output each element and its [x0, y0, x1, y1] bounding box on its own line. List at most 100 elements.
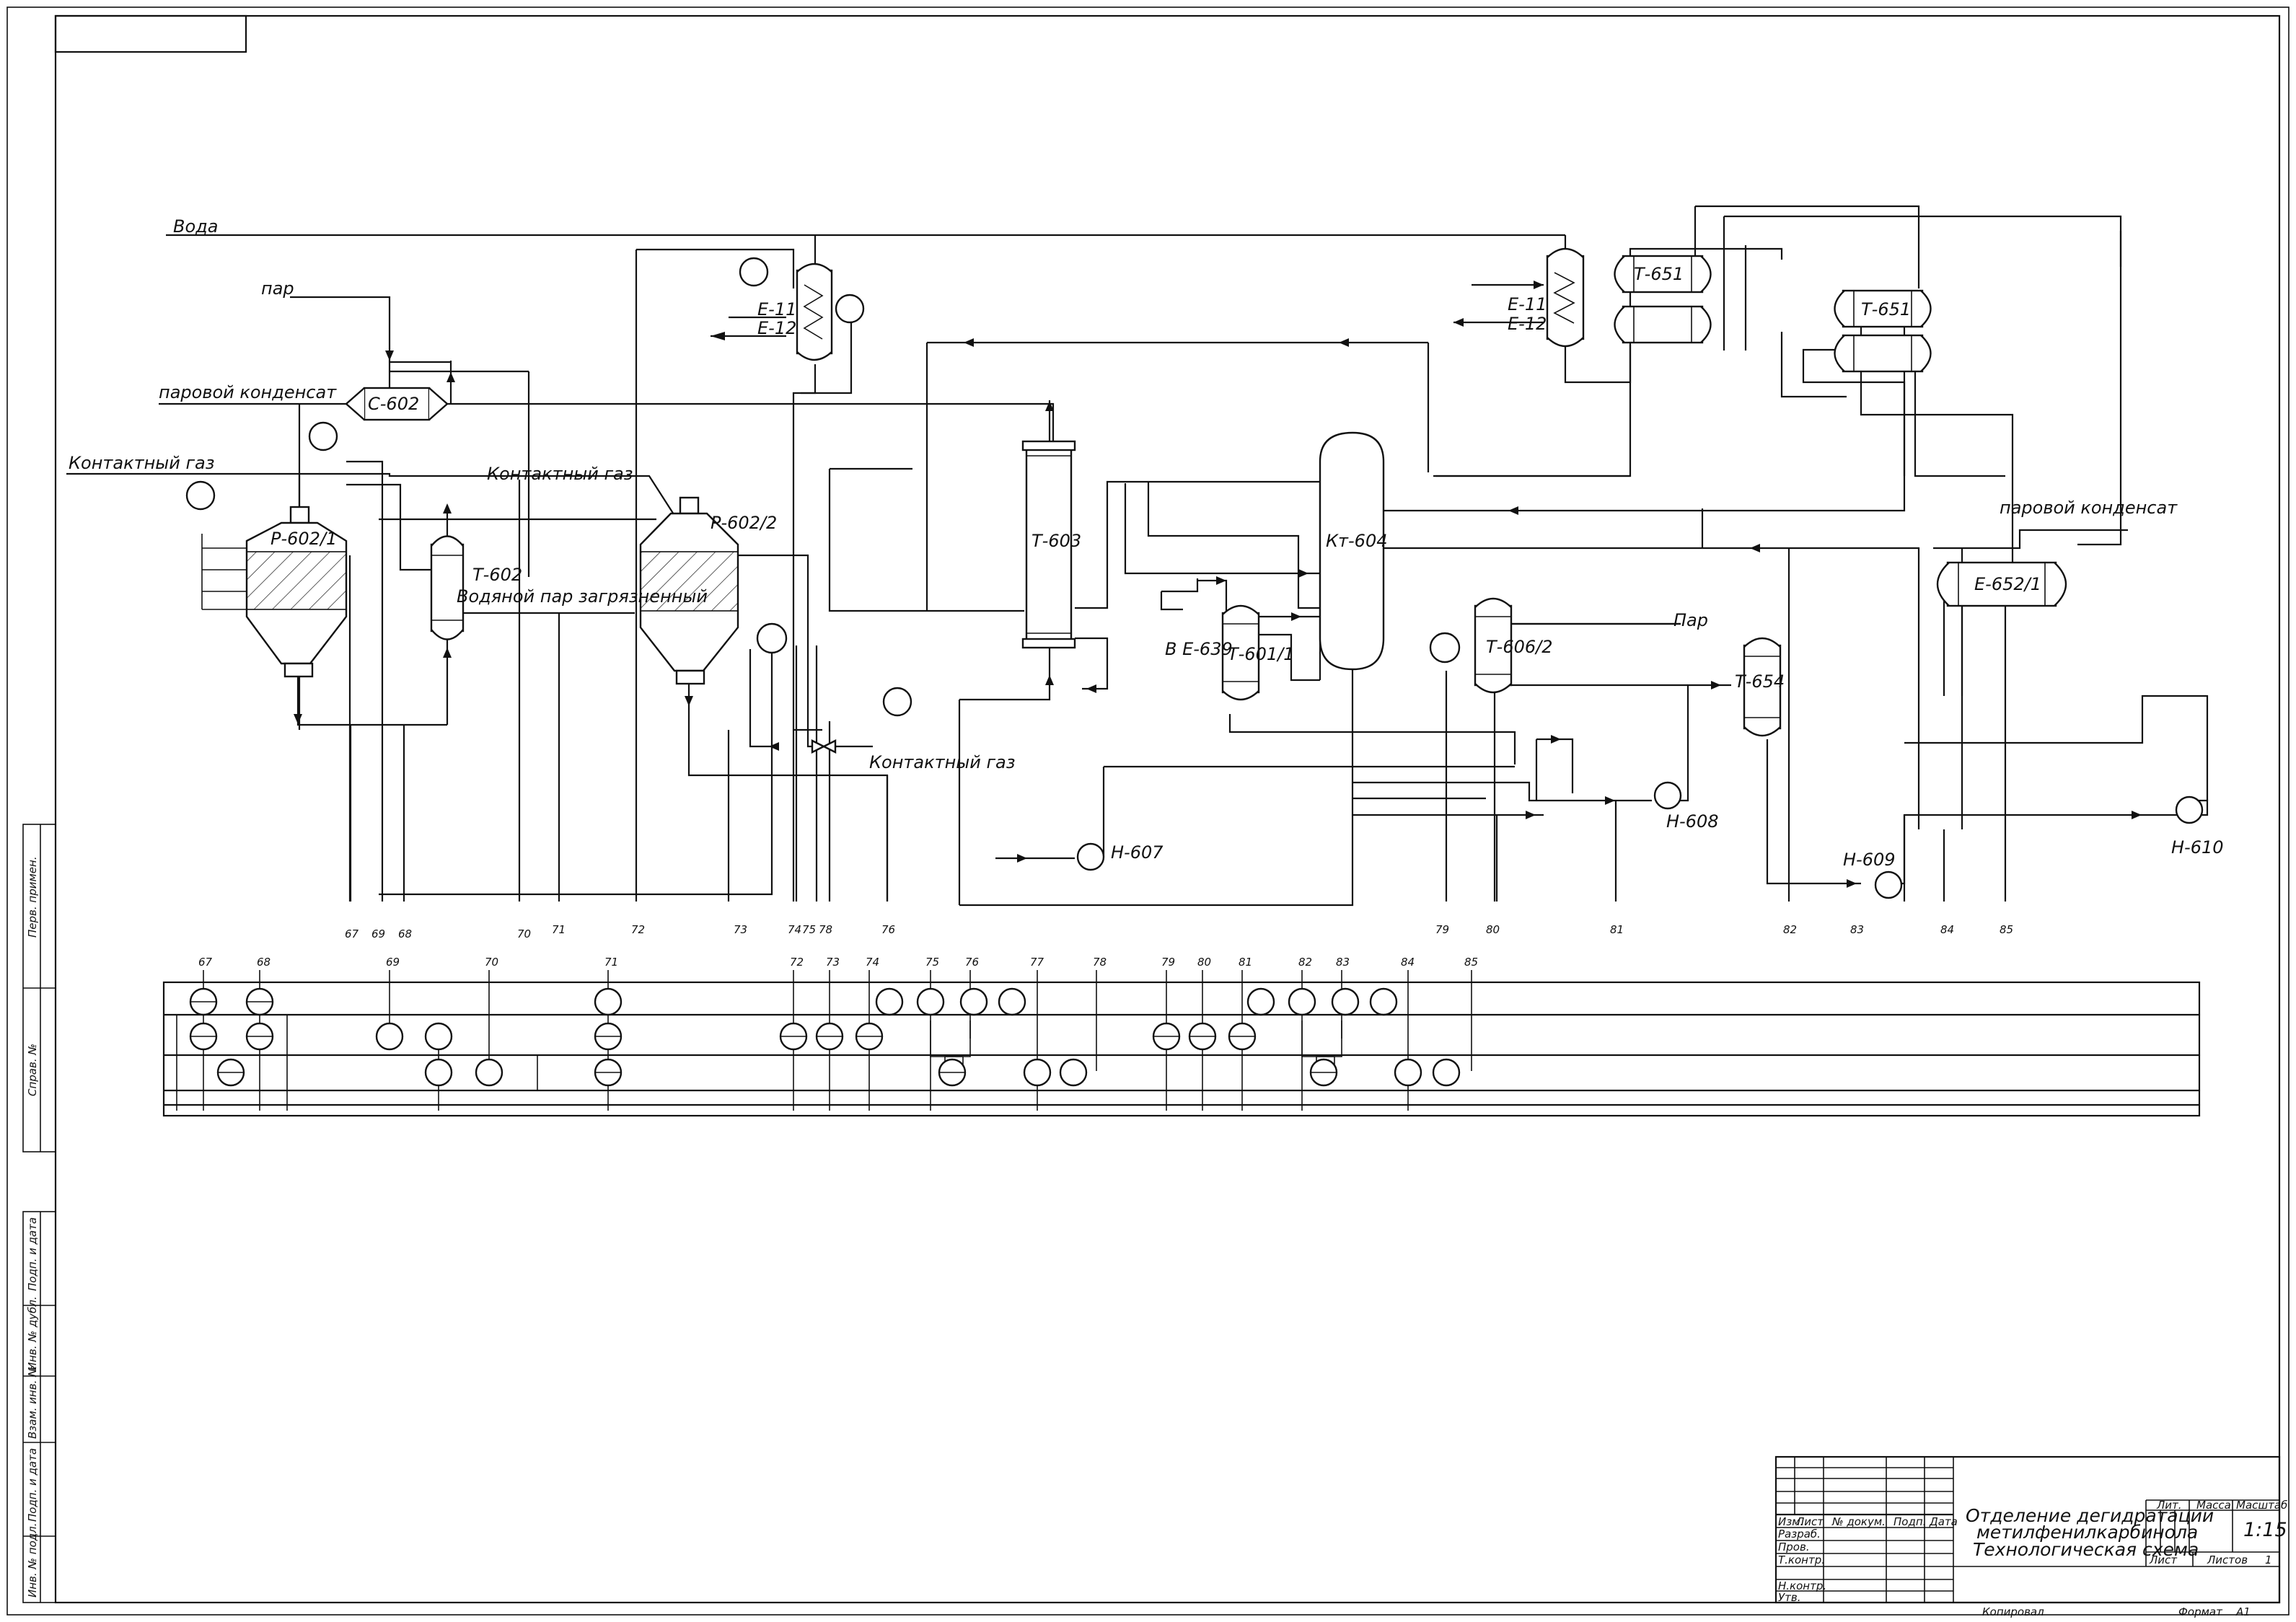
tb-title-line1: Отделение дегидратации	[1966, 1505, 2214, 1526]
tb-col-izm: Изм.	[1778, 1515, 1803, 1528]
line-num-76: 76	[881, 923, 895, 936]
pump-n610: Н-610	[2171, 795, 2224, 858]
line-numbers-top: 67 69 68 70 71 72 73 74 75 78 76 79 80 8…	[345, 923, 2013, 940]
heat-exchanger-t651-a: Т-651	[1614, 255, 1712, 344]
line-num-70: 70	[517, 927, 531, 940]
panel-num-82: 82	[1298, 956, 1312, 969]
stamp-perv-primen: Перв. примен.	[26, 856, 39, 938]
stream-contact-gas-mid: Контактный газ	[487, 464, 633, 484]
line-num-82: 82	[1783, 923, 1797, 936]
tb-title-line2: метилфенилкарбинола	[1976, 1522, 2198, 1543]
label-s602: С-602	[368, 394, 419, 414]
tb-format-label: Формат	[2178, 1605, 2223, 1618]
tb-col-list: Лист	[1795, 1515, 1824, 1528]
line-num-74: 74	[788, 923, 801, 936]
label-t603: Т-603	[1032, 531, 1081, 551]
tb-massa: Масса	[2196, 1499, 2231, 1512]
label-e652-1: Е-652/1	[1974, 574, 2041, 594]
equipment: С-602 Р-602/1 Т-602	[201, 247, 2224, 899]
tb-scale: 1:15	[2243, 1519, 2287, 1541]
tb-lit: Лит.	[2156, 1499, 2182, 1512]
condenser-right: Е-11 Е-12	[1508, 247, 1585, 348]
label-t602: Т-602	[472, 565, 522, 585]
tb-col-data: Дата	[1929, 1515, 1958, 1528]
stream-labels: Вода пар паровой конденсат Контактный га…	[69, 216, 2178, 772]
label-t651-b: Т-651	[1861, 299, 1911, 319]
label-t654: Т-654	[1735, 671, 1785, 692]
panel-num-73: 73	[826, 956, 840, 969]
stream-contaminated-steam: Водяной пар загрязненный	[457, 586, 708, 607]
heat-exchanger-t601-1: Т-601/1	[1221, 604, 1294, 701]
heat-exchanger-t606-2: Т-606/2	[1474, 597, 1552, 694]
panel-num-85: 85	[1464, 956, 1478, 969]
panel-num-84: 84	[1401, 956, 1415, 969]
line-num-72: 72	[631, 923, 645, 936]
panel-num-81: 81	[1239, 956, 1252, 969]
vessel-e652-1: Е-652/1	[1936, 561, 2067, 607]
heat-exchanger-t651-b: Т-651	[1834, 289, 1932, 373]
label-e11-left: Е-11	[757, 299, 796, 319]
tb-row-utv: Утв.	[1778, 1591, 1801, 1604]
separator-s602: С-602	[345, 387, 449, 421]
heat-exchanger-t654: Т-654	[1735, 637, 1785, 737]
piping	[66, 205, 2209, 907]
pump-n608: Н-608	[1653, 781, 1719, 832]
stream-contact-gas-left: Контактный газ	[69, 453, 215, 473]
line-num-83: 83	[1850, 923, 1864, 936]
tb-sheets-label: Листов	[2207, 1553, 2248, 1566]
reactor-r602-1: Р-602/1	[201, 506, 348, 678]
valve-contact-gas	[811, 739, 837, 754]
stream-water: Вода	[173, 216, 218, 237]
label-r602-2: Р-602/2	[711, 513, 777, 533]
line-num-75: 75	[802, 923, 816, 936]
label-t606-2: Т-606/2	[1486, 637, 1552, 657]
label-kt604: Кт-604	[1326, 531, 1388, 551]
line-num-78: 78	[819, 923, 832, 936]
label-n609: Н-609	[1843, 850, 1896, 870]
tb-col-podp: Подп.	[1893, 1515, 1926, 1528]
pump-n609: Н-609	[1843, 850, 1903, 899]
line-num-67: 67	[345, 927, 359, 940]
panel-num-76: 76	[965, 956, 979, 969]
tb-row-tkontr: Т.контр.	[1778, 1553, 1825, 1566]
line-num-68: 68	[398, 927, 412, 940]
label-n607: Н-607	[1111, 842, 1164, 863]
column-t603: Т-603	[1021, 440, 1081, 649]
panel-num-68: 68	[257, 956, 270, 969]
label-t651-a: Т-651	[1634, 264, 1684, 284]
stream-steam-right: Пар	[1673, 610, 1708, 630]
tb-col-docnum: № докум.	[1831, 1515, 1886, 1528]
stream-to-e639: В Е-639	[1165, 639, 1233, 659]
tb-row-razrab: Разраб.	[1778, 1528, 1821, 1541]
side-stamp: Перв. примен. Справ. № Подп. и дата Инв.…	[22, 824, 56, 1603]
panel-num-74: 74	[866, 956, 879, 969]
tb-format-value: А1	[2235, 1605, 2251, 1618]
label-e12-left: Е-12	[757, 318, 796, 338]
tb-title-line3: Технологическая схема	[1973, 1539, 2199, 1560]
tb-kopiroval: Копировал	[1982, 1605, 2044, 1618]
stream-steam: пар	[261, 278, 294, 299]
panel-bubbles	[189, 987, 1461, 1087]
line-num-85: 85	[2000, 923, 2013, 936]
panel-num-75: 75	[925, 956, 939, 969]
tb-row-nkontr: Н.контр.	[1778, 1579, 1826, 1592]
label-n608: Н-608	[1666, 811, 1719, 832]
stamp-inv-podl: Инв. № подл.	[26, 1523, 39, 1597]
line-num-80: 80	[1486, 923, 1500, 936]
panel-num-80: 80	[1197, 956, 1211, 969]
instrument-panel: 67 68 69 70 71 72 73 74 75 76 77 78 79 8…	[162, 956, 2201, 1117]
stamp-podp-data-2: Подп. и дата	[26, 1448, 39, 1522]
line-num-81: 81	[1610, 923, 1624, 936]
tb-row-prov: Пров.	[1778, 1541, 1810, 1553]
label-e12-right: Е-12	[1508, 314, 1547, 334]
stream-steam-condensate-left: паровой конденсат	[159, 382, 337, 402]
condenser-left: Е-11 Е-12	[757, 263, 833, 361]
panel-num-70: 70	[485, 956, 498, 969]
panel-num-78: 78	[1093, 956, 1107, 969]
label-e11-right: Е-11	[1508, 294, 1547, 314]
pump-n607: Н-607	[1076, 842, 1164, 871]
stamp-podp-data-1: Подп. и дата	[26, 1217, 39, 1291]
stamp-sprav-num: Справ. №	[26, 1044, 39, 1096]
label-r602-1: Р-602/1	[270, 529, 337, 549]
